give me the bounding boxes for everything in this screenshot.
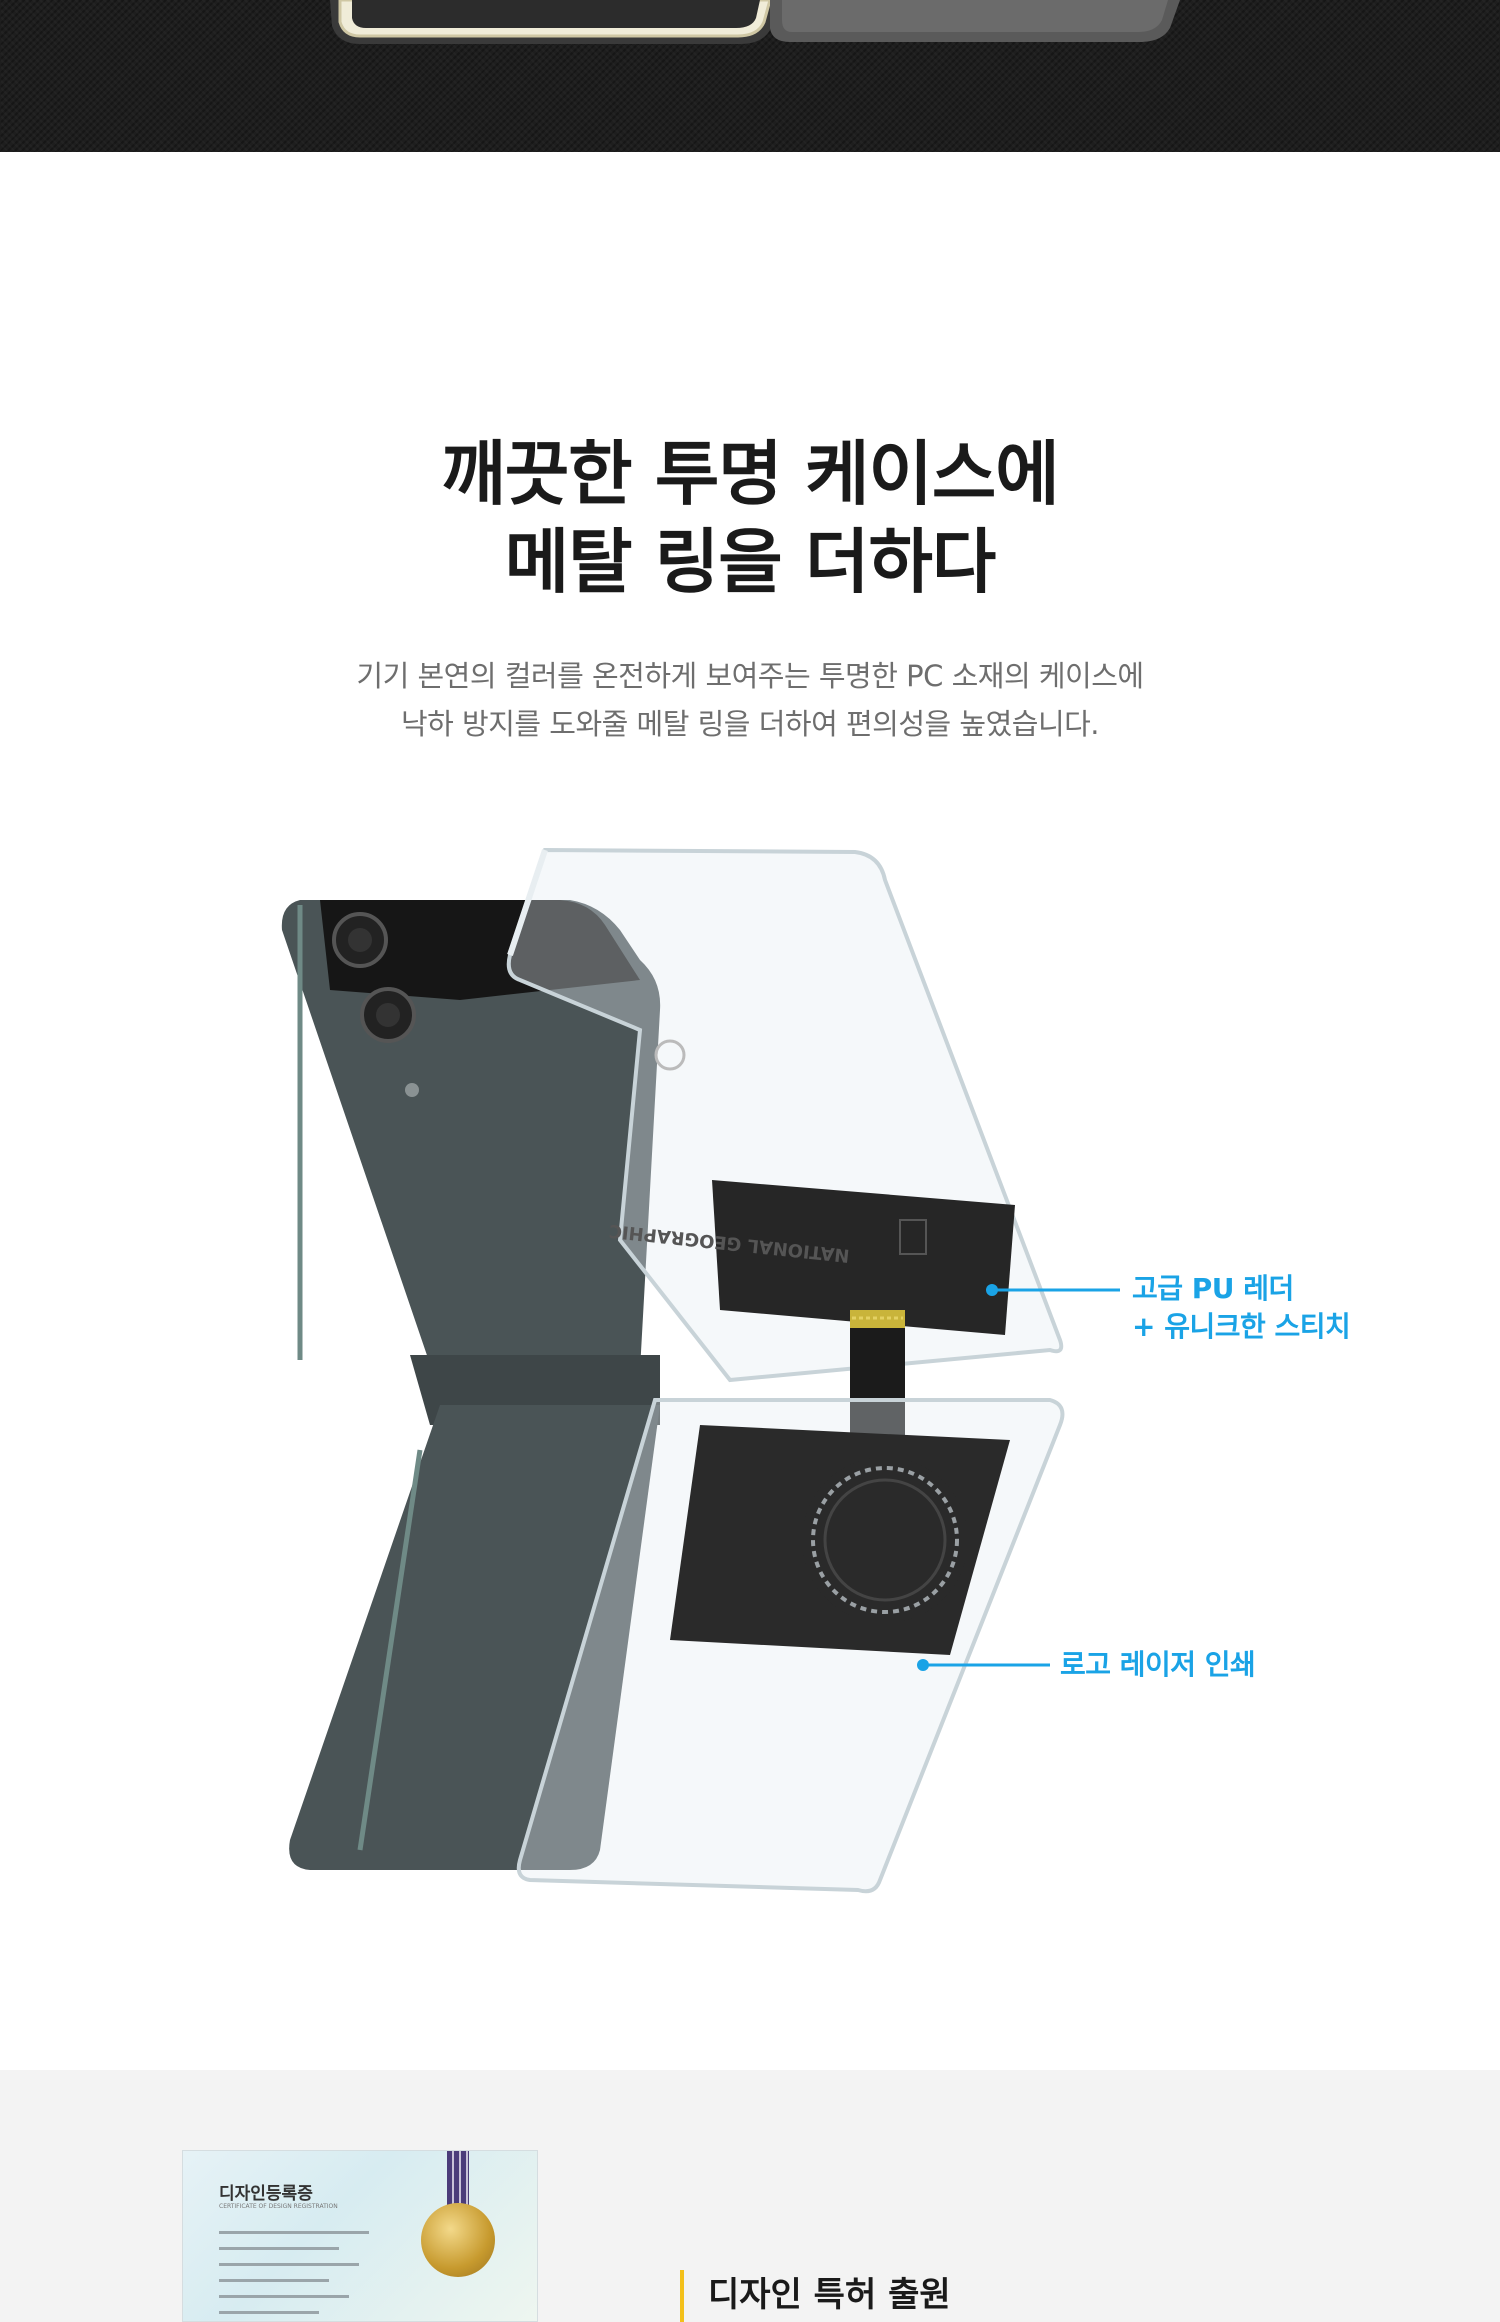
- certificate-subtitle: CERTIFICATE OF DESIGN REGISTRATION: [219, 2203, 338, 2210]
- design-certificate-image: 디자인등록증 CERTIFICATE OF DESIGN REGISTRATIO…: [182, 2150, 538, 2322]
- callout-leather-stitch: 고급 PU 레더 + 유니크한 스티치: [1132, 1270, 1351, 1346]
- top-banner: [0, 0, 1500, 152]
- callout-leather-line-1: 고급 PU 레더: [1132, 1272, 1294, 1305]
- patent-heading: 디자인 특허 출원: [680, 2270, 951, 2322]
- callout-logo-laser: 로고 레이저 인쇄: [1060, 1646, 1256, 1684]
- metal-ring: [802, 1457, 968, 1623]
- product-illustration: NATIONAL GEOGRAPHIC: [281, 847, 1120, 1894]
- certificate-title: 디자인등록증: [219, 2184, 313, 2204]
- gold-seal-icon: [421, 2203, 495, 2277]
- headline-line-2: 메탈 링을 더하다: [504, 521, 997, 603]
- leather-patch: NATIONAL GEOGRAPHIC: [608, 1180, 1015, 1335]
- callout-line-logo: [917, 1659, 1050, 1671]
- phone-upper-half: [281, 900, 661, 1370]
- section-description: 기기 본연의 컬러를 온전하게 보여주는 투명한 PC 소재의 케이스에 낙하 …: [0, 652, 1500, 748]
- phone-cases-top-image: [330, 0, 1180, 44]
- patent-section: 디자인등록증 CERTIFICATE OF DESIGN REGISTRATIO…: [0, 2070, 1500, 2322]
- callout-leather-line-2: + 유니크한 스티치: [1132, 1310, 1351, 1343]
- section-headline: 깨끗한 투명 케이스에 메탈 링을 더하다: [0, 430, 1500, 606]
- phone-lower-half: [289, 1405, 660, 1870]
- callout-line-leather: [986, 1284, 1120, 1296]
- headline-line-1: 깨끗한 투명 케이스에: [441, 433, 1059, 515]
- description-line-1: 기기 본연의 컬러를 온전하게 보여주는 투명한 PC 소재의 케이스에: [356, 659, 1144, 693]
- callout-logo-line-1: 로고 레이저 인쇄: [1060, 1648, 1256, 1681]
- description-line-2: 낙하 방지를 도와줄 메탈 링을 더하여 편의성을 높였습니다.: [400, 707, 1100, 741]
